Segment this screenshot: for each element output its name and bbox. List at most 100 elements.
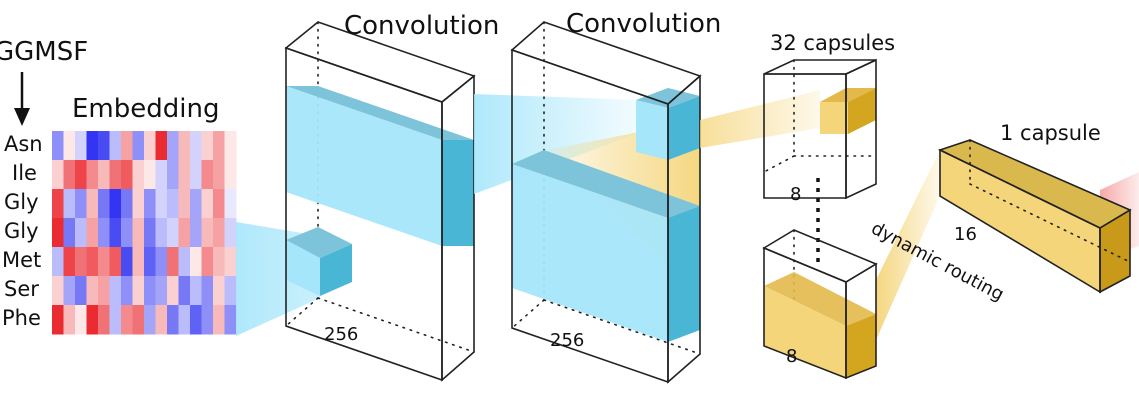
heatmap-cell bbox=[224, 247, 237, 277]
heatmap-cell bbox=[201, 276, 214, 306]
heatmap-cell bbox=[52, 218, 64, 248]
residue-label: Phe bbox=[2, 306, 41, 330]
conv1-slab bbox=[286, 86, 442, 246]
embedding-heatmap bbox=[52, 131, 237, 335]
conv2-slab-face bbox=[668, 206, 700, 342]
heatmap-cell bbox=[190, 247, 202, 277]
conv1-kernel bbox=[286, 240, 320, 296]
residue-label: Met bbox=[2, 248, 41, 272]
conv2-depth-label: 256 bbox=[550, 330, 584, 351]
heatmap-cell bbox=[190, 131, 202, 161]
heatmap-cell bbox=[52, 160, 64, 190]
input-sequence: GGMSF bbox=[0, 37, 88, 67]
heatmap-cell bbox=[52, 189, 64, 219]
heatmap-cell bbox=[132, 131, 145, 161]
primary-caps-title: 32 capsules bbox=[770, 31, 895, 55]
heatmap-cell bbox=[63, 247, 76, 277]
heatmap-cell bbox=[75, 247, 87, 277]
heatmap-cell bbox=[144, 189, 156, 219]
heatmap-cell bbox=[144, 131, 156, 161]
heatmap-cell bbox=[178, 305, 191, 335]
heatmap-cell bbox=[167, 131, 179, 161]
heatmap-cell bbox=[132, 276, 145, 306]
embedding-label: Embedding bbox=[72, 94, 219, 124]
heatmap-cell bbox=[109, 305, 122, 335]
heatmap-cell bbox=[98, 305, 110, 335]
heatmap-cell bbox=[86, 218, 99, 248]
heatmap-cell bbox=[213, 305, 225, 335]
heatmap-cell bbox=[98, 247, 110, 277]
heatmap-cell bbox=[144, 218, 156, 248]
conv2-title: Convolution bbox=[566, 9, 721, 39]
heatmap-cell bbox=[201, 131, 214, 161]
heatmap-cell bbox=[224, 276, 237, 306]
heatmap-cell bbox=[190, 160, 202, 190]
heatmap-cell bbox=[167, 189, 179, 219]
heatmap-cell bbox=[86, 189, 99, 219]
heatmap-cell bbox=[155, 189, 168, 219]
heatmap-cell bbox=[86, 305, 99, 335]
conv1-block: Convolution 256 bbox=[284, 11, 499, 382]
primary-capsule-bottom: 8 bbox=[762, 229, 878, 380]
heatmap-cell bbox=[178, 131, 191, 161]
heatmap-cell bbox=[213, 189, 225, 219]
heatmap-cell bbox=[63, 218, 76, 248]
heatmap-cell bbox=[63, 131, 76, 161]
heatmap-cell bbox=[178, 247, 191, 277]
heatmap-cell bbox=[155, 247, 168, 277]
heatmap-cell bbox=[52, 247, 64, 277]
heatmap-cell bbox=[52, 305, 64, 335]
residue-label: Ser bbox=[4, 277, 39, 301]
heatmap-cell bbox=[75, 305, 87, 335]
heatmap-cell bbox=[155, 305, 168, 335]
heatmap-cell bbox=[109, 160, 122, 190]
heatmap-cell bbox=[121, 218, 133, 248]
heatmap-cell bbox=[190, 276, 202, 306]
heatmap-cell bbox=[98, 189, 110, 219]
output-caps-title: 1 capsule bbox=[1000, 121, 1101, 145]
conv1-slab-face bbox=[442, 140, 474, 246]
heatmap-cell bbox=[178, 189, 191, 219]
heatmap-cell bbox=[121, 276, 133, 306]
heatmap-cell bbox=[224, 218, 237, 248]
heatmap-cell bbox=[86, 131, 99, 161]
heatmap-cell bbox=[144, 305, 156, 335]
heatmap-cell bbox=[132, 189, 145, 219]
conv2-kernel bbox=[636, 100, 668, 160]
heatmap-cell bbox=[98, 131, 110, 161]
heatmap-cell bbox=[75, 276, 87, 306]
heatmap-cell bbox=[75, 160, 87, 190]
heatmap-cell bbox=[167, 247, 179, 277]
heatmap-cell bbox=[213, 160, 225, 190]
heatmap-cell bbox=[121, 247, 133, 277]
heatmap-cell bbox=[190, 189, 202, 219]
heatmap-cell bbox=[144, 276, 156, 306]
heatmap-cell bbox=[224, 131, 237, 161]
residue-labels: Asn Ile Gly Gly Met Ser Phe bbox=[2, 132, 43, 330]
heatmap-cell bbox=[86, 276, 99, 306]
heatmap-cell bbox=[109, 276, 122, 306]
residue-label: Ile bbox=[12, 161, 37, 185]
output-caps-dim-label: 16 bbox=[954, 224, 977, 245]
heatmap-cell bbox=[98, 276, 110, 306]
residue-label: Gly bbox=[4, 190, 39, 214]
primary-caps-dim-top: 8 bbox=[790, 184, 801, 205]
heatmap-cell bbox=[178, 160, 191, 190]
heatmap-cell bbox=[167, 276, 179, 306]
heatmap-cell bbox=[224, 305, 237, 335]
heatmap-cell bbox=[63, 160, 76, 190]
heatmap-cell bbox=[190, 305, 202, 335]
heatmap-cell bbox=[109, 131, 122, 161]
residue-label: Gly bbox=[4, 219, 39, 243]
primary-capsule-bottom-fill bbox=[764, 286, 846, 378]
heatmap-cell bbox=[86, 160, 99, 190]
heatmap-cell bbox=[132, 247, 145, 277]
primary-caps-dim-bottom: 8 bbox=[786, 346, 797, 367]
heatmap-cell bbox=[121, 131, 133, 161]
heatmap-cell bbox=[213, 276, 225, 306]
heatmap-cell bbox=[213, 131, 225, 161]
heatmap-cell bbox=[132, 160, 145, 190]
heatmap-cell bbox=[75, 189, 87, 219]
heatmap-cell bbox=[98, 160, 110, 190]
